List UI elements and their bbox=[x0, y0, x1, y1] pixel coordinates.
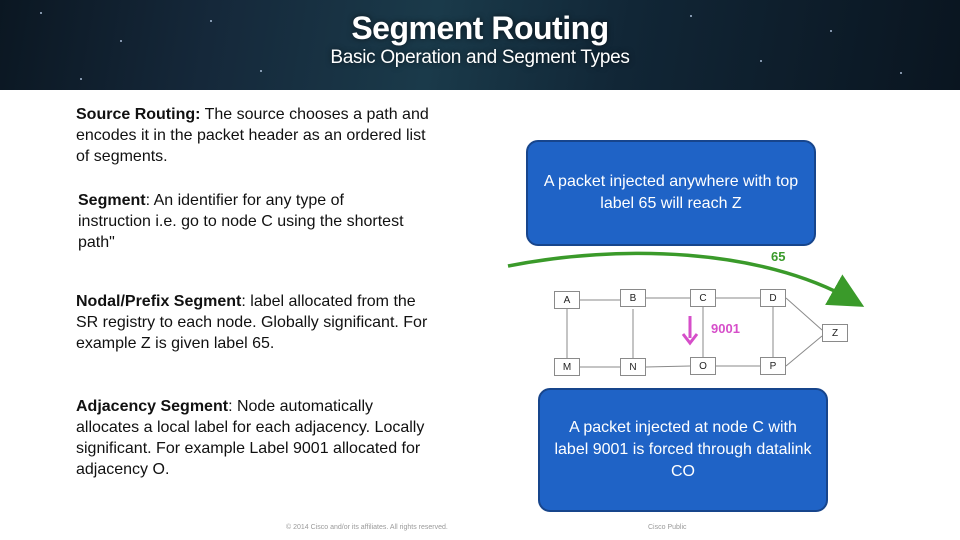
node-c: C bbox=[690, 289, 716, 307]
source-routing-term: Source Routing: bbox=[76, 106, 201, 123]
callout-top: A packet injected anywhere with top labe… bbox=[526, 140, 816, 246]
node-b: B bbox=[620, 289, 646, 307]
source-routing-text: The source chooses a path and encodes it… bbox=[76, 106, 429, 165]
green-path-arrow bbox=[507, 251, 865, 307]
callout-bottom: A packet injected at node C with label 9… bbox=[538, 388, 828, 512]
page-title: Segment Routing bbox=[351, 10, 609, 46]
source-routing-paragraph: Source Routing: The source chooses a pat… bbox=[76, 104, 436, 167]
node-o: O bbox=[690, 357, 716, 375]
adjacency-segment-term: Adjacency Segment bbox=[76, 398, 229, 415]
node-z: Z bbox=[822, 324, 848, 342]
node-a: A bbox=[554, 291, 580, 309]
label-9001: 9001 bbox=[711, 321, 740, 336]
segment-term: Segment bbox=[78, 192, 146, 209]
node-n: N bbox=[620, 358, 646, 376]
segment-text: : An identifier for any type of instruct… bbox=[78, 192, 404, 251]
adjacency-segment-paragraph: Adjacency Segment: Node automatically al… bbox=[76, 396, 438, 480]
label-65: 65 bbox=[771, 249, 786, 264]
segment-paragraph: Segment: An identifier for any type of i… bbox=[78, 190, 418, 253]
nodal-segment-paragraph: Nodal/Prefix Segment: label allocated fr… bbox=[76, 291, 438, 354]
node-p: P bbox=[760, 357, 786, 375]
nodal-segment-term: Nodal/Prefix Segment bbox=[76, 293, 242, 310]
pink-down-arrow bbox=[681, 316, 699, 346]
node-d: D bbox=[760, 289, 786, 307]
footer-classification: Cisco Public bbox=[648, 524, 687, 531]
network-links bbox=[566, 297, 823, 368]
nodal-segment-text: : label allocated from the SR registry t… bbox=[76, 293, 428, 352]
header-banner: Segment Routing Basic Operation and Segm… bbox=[0, 0, 960, 90]
page-subtitle: Basic Operation and Segment Types bbox=[330, 47, 630, 68]
adjacency-segment-text: : Node automatically allocates a local l… bbox=[76, 398, 425, 478]
footer-copyright: © 2014 Cisco and/or its affiliates. All … bbox=[286, 524, 448, 531]
node-m: M bbox=[554, 358, 580, 376]
